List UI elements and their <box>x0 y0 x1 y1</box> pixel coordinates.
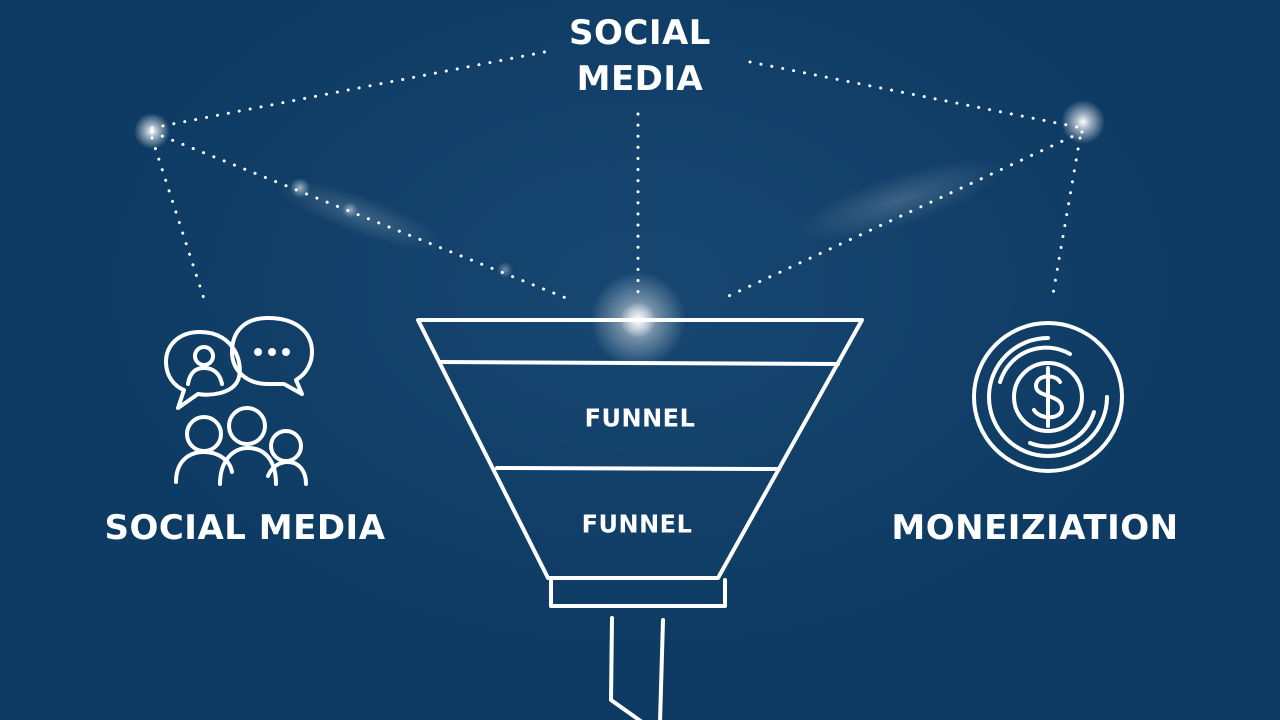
chat-dot <box>268 348 276 356</box>
connector-right-top <box>748 60 1084 130</box>
coin-ring-arc-1 <box>987 336 1109 458</box>
funnel-spout-left <box>609 616 643 720</box>
chat-dot <box>254 348 262 356</box>
glow-node-small <box>342 202 358 218</box>
chat-person-head <box>193 345 215 367</box>
coin-ring-arc-2 <box>998 345 1072 384</box>
funnel-label-lower: FUNNEL <box>581 509 693 539</box>
chat-bubble-left <box>164 330 242 410</box>
person-body-left <box>174 450 234 484</box>
glow-node-small <box>497 262 513 278</box>
coin-ring-outer <box>972 321 1124 473</box>
funnel-outline <box>416 318 864 580</box>
haze-streak <box>795 157 1005 243</box>
top-title-line-1: SOCIAL <box>569 13 711 53</box>
chat-bubble-right <box>230 316 314 396</box>
connector-right-icon <box>1050 136 1082 302</box>
funnel-spout-right <box>658 618 665 720</box>
person-body-right <box>266 460 308 486</box>
person-head-right <box>269 429 303 463</box>
person-head-middle <box>227 406 267 446</box>
person-head-left <box>185 415 223 453</box>
funnel-label-upper: FUNNEL <box>584 403 696 433</box>
coin-ring-inner <box>1012 361 1084 433</box>
glow-node-left <box>134 113 170 149</box>
dollar-coin-rings-icon <box>972 321 1124 473</box>
connector-left-top <box>150 48 557 130</box>
monetization-label: MONEIZIATION <box>891 508 1179 548</box>
connector-right-funnel <box>718 130 1084 302</box>
dotted-connectors <box>150 48 1084 304</box>
chat-dot <box>282 348 290 356</box>
social-media-label: SOCIAL MEDIA <box>104 508 386 548</box>
connector-left-icon <box>150 136 207 304</box>
top-title-line-2: MEDIA <box>576 59 704 99</box>
funnel-icon <box>416 318 864 720</box>
funnel-divider-middle <box>495 466 781 471</box>
coin-ring-arc-3 <box>1028 410 1096 449</box>
social-media-people-chat-icon <box>164 316 314 486</box>
funnel-collar <box>549 578 727 608</box>
glow-node-small <box>290 178 310 198</box>
chat-person-body <box>186 366 224 386</box>
glow-node-right <box>1061 100 1105 144</box>
funnel-glow-core <box>620 302 656 338</box>
top-title: SOCIAL MEDIA <box>540 10 740 102</box>
connector-left-funnel <box>150 130 568 300</box>
